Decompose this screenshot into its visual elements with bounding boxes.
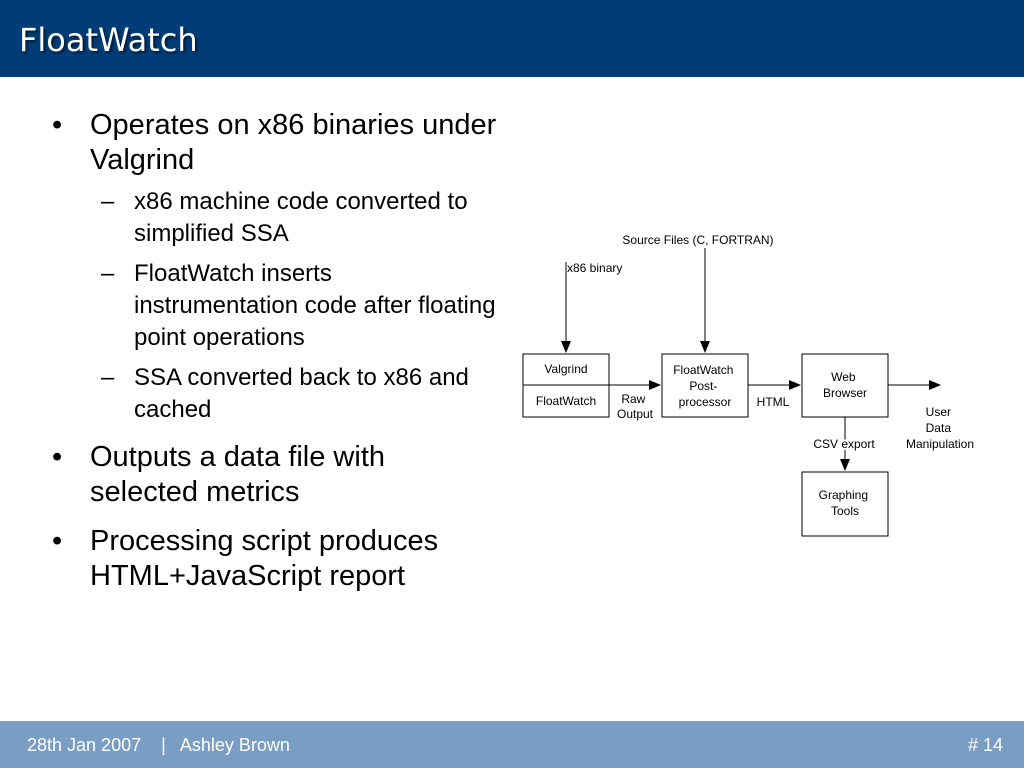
footer-separator: | [161, 735, 166, 755]
title-bar: FloatWatch [0, 0, 1024, 77]
slide-number: # 14 [967, 735, 1003, 755]
valgrind-label: Valgrind [544, 362, 587, 376]
raw-output-label: Raw Output [617, 392, 654, 421]
slide-title: FloatWatch [19, 21, 198, 59]
pipeline-diagram: Source Files (C, FORTRAN) x86 binary Val… [522, 233, 974, 537]
footer-date: 28th Jan 2007 [27, 735, 142, 755]
bullet-item: Outputs a data file with selected metric… [52, 440, 500, 510]
graphing-tools-label: Graphing Tools [819, 488, 872, 518]
bullet-text: Operates on x86 binaries under Valgrind [90, 109, 497, 176]
sub-bullet-item: SSA converted back to x86 and cached [90, 362, 500, 426]
footer-info: 28th Jan 2007 | Ashley Brown [27, 735, 290, 756]
footer-bar: 28th Jan 2007 | Ashley Brown # 14 [0, 721, 1024, 768]
sub-bullet-list: x86 machine code converted to simplified… [90, 186, 500, 426]
postprocessor-box: FloatWatch Post- processor [661, 353, 749, 418]
csv-export-label: CSV export [813, 437, 875, 451]
x86-binary-label: x86 binary [567, 261, 622, 275]
postprocessor-label: FloatWatch Post- processor [673, 363, 737, 409]
bullet-text: Processing script produces HTML+JavaScri… [90, 525, 439, 592]
bullet-item: Operates on x86 binaries under Valgrind … [52, 108, 500, 426]
source-files-label: Source Files (C, FORTRAN) [622, 233, 773, 247]
bullet-item: Processing script produces HTML+JavaScri… [52, 524, 500, 594]
valgrind-box: Valgrind FloatWatch [522, 353, 610, 418]
footer-author: Ashley Brown [179, 735, 290, 755]
bullet-text: Outputs a data file with selected metric… [90, 441, 385, 508]
sub-bullet-item: x86 machine code converted to simplified… [90, 186, 500, 250]
web-browser-label: Web Browser [823, 370, 867, 400]
web-browser-box: Web Browser [801, 353, 889, 418]
sub-bullet-item: FloatWatch inserts instrumentation code … [90, 258, 500, 354]
floatwatch-tool-label: FloatWatch [536, 394, 596, 408]
bullet-list: Operates on x86 binaries under Valgrind … [52, 108, 500, 608]
user-manipulation-label: User Data Manipulation [906, 405, 974, 451]
graphing-tools-box: Graphing Tools [801, 471, 889, 537]
html-label: HTML [757, 395, 790, 409]
